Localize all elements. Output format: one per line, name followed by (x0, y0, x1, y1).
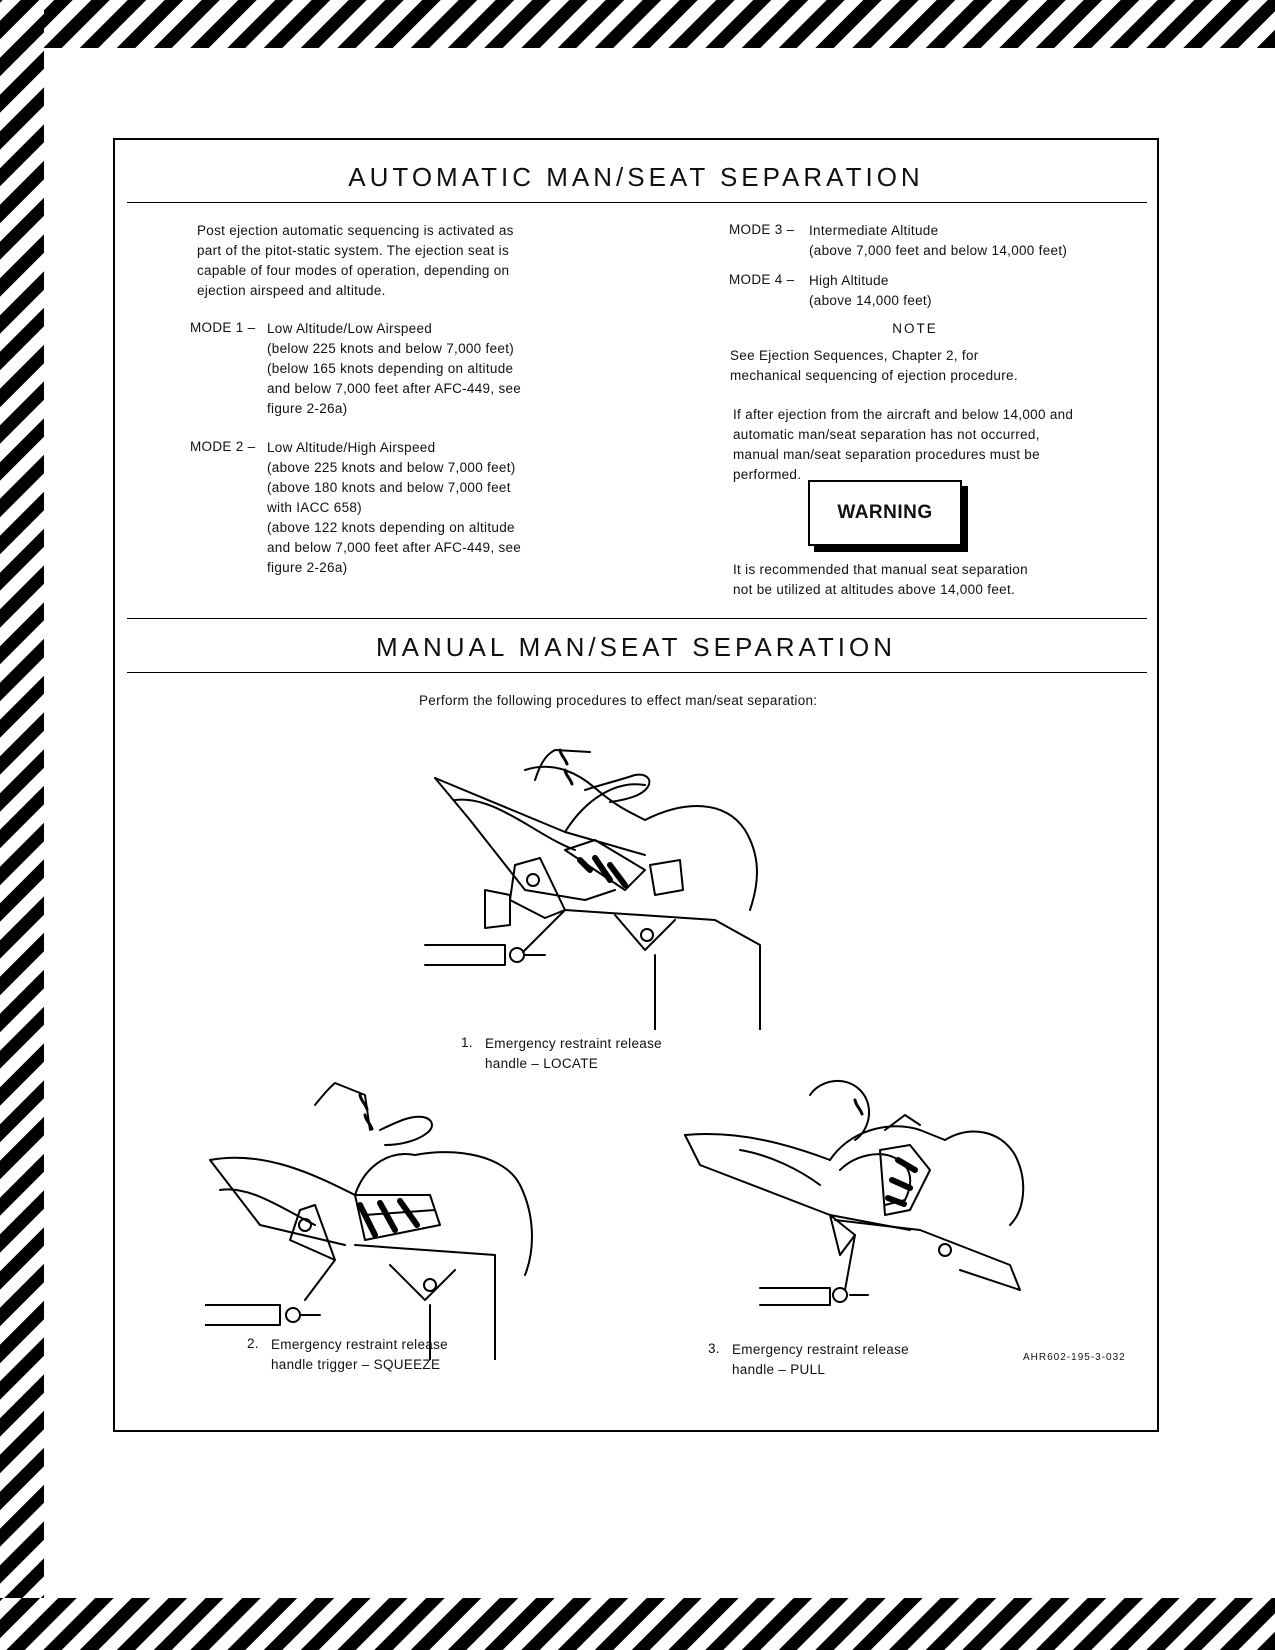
step-3-text: Emergency restraint release handle – PUL… (732, 1342, 909, 1377)
mode-1-text: Low Altitude/Low Airspeed (below 225 kno… (267, 321, 522, 416)
mode-2-label: MODE 2 – (190, 439, 256, 454)
mode-4-label: MODE 4 – (729, 272, 795, 287)
figure-frame: AUTOMATIC MAN/SEAT SEPARATION Post eject… (113, 138, 1159, 1432)
manual-intro: Perform the following procedures to effe… (419, 693, 818, 708)
warning-box: WARNING (808, 480, 962, 546)
divider (127, 202, 1147, 203)
mode-4-text: High Altitude (above 14,000 feet) (809, 273, 932, 308)
step-3-num: 3. (708, 1341, 720, 1356)
manual-section-title: MANUAL MAN/SEAT SEPARATION (375, 632, 897, 662)
mode-2-text: Low Altitude/High Airspeed (above 225 kn… (267, 440, 522, 575)
after-note-text: If after ejection from the aircraft and … (733, 407, 1074, 482)
illustration-locate (424, 748, 761, 1030)
warning-label: WARNING (837, 502, 933, 523)
hazard-stripe-top (0, 0, 1275, 48)
illustration-squeeze (205, 1082, 533, 1360)
drawing-id: AHR602-195-3-032 (1023, 1352, 1126, 1363)
mode-1-label: MODE 1 – (190, 320, 256, 335)
auto-section-title: AUTOMATIC MAN/SEAT SEPARATION (348, 162, 924, 192)
note-heading: NOTE (892, 321, 938, 336)
auto-intro: Post ejection automatic sequencing is ac… (197, 223, 514, 298)
hazard-stripe-bottom (0, 1598, 1275, 1650)
note-text: See Ejection Sequences, Chapter 2, for m… (730, 348, 1018, 383)
step-2-num: 2. (247, 1336, 259, 1351)
divider (127, 618, 1147, 619)
step-1-num: 1. (461, 1035, 473, 1050)
warning-text: It is recommended that manual seat separ… (733, 562, 1028, 597)
step-2-text: Emergency restraint release handle trigg… (271, 1337, 448, 1372)
illustration-pull (684, 1079, 1025, 1306)
step-1-text: Emergency restraint release handle – LOC… (485, 1036, 662, 1071)
divider (127, 672, 1147, 673)
mode-3-text: Intermediate Altitude (above 7,000 feet … (809, 223, 1068, 258)
hazard-stripe-left (0, 0, 44, 1650)
mode-3-label: MODE 3 – (729, 222, 795, 237)
